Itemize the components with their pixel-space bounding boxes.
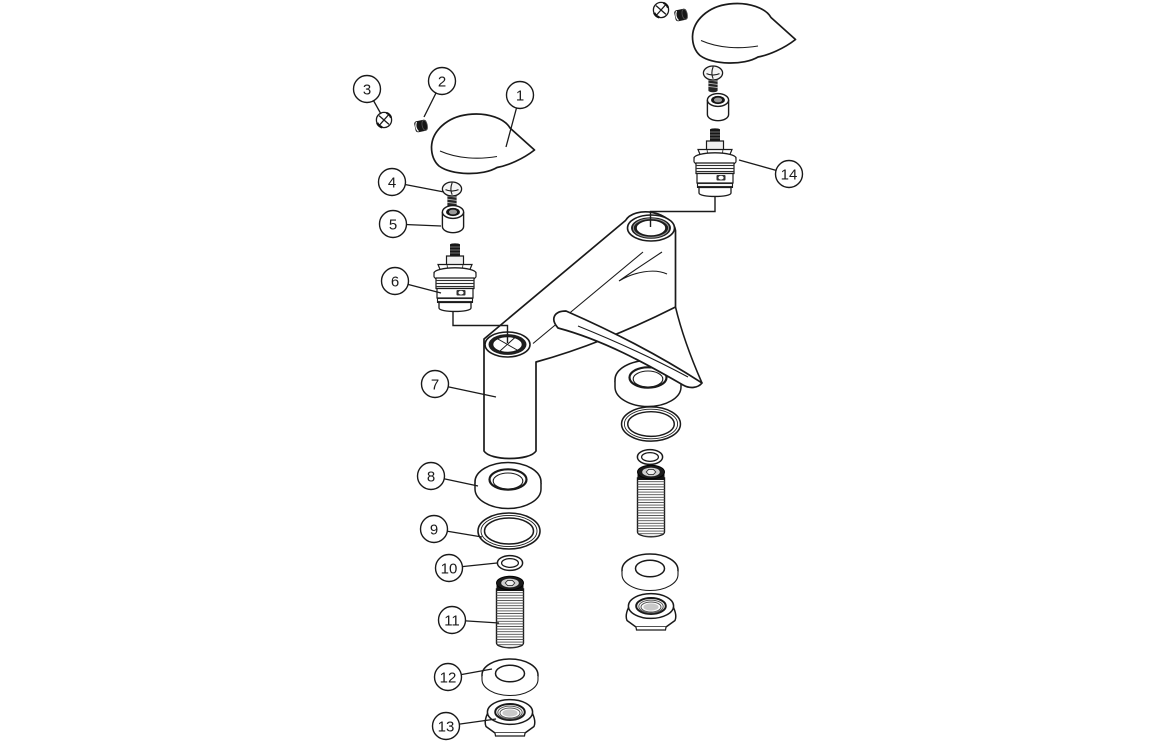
callout-circle [505, 80, 535, 110]
base-gasket-right [620, 406, 682, 442]
callout-circle [380, 266, 410, 296]
threaded-shank-left [495, 575, 525, 649]
callout-number: 4 [388, 174, 396, 191]
handle-screw-right [652, 1, 670, 19]
callout-number: 2 [438, 73, 446, 90]
callout-13: 13 [431, 711, 497, 741]
callout-circle [416, 461, 446, 491]
callout-circle [378, 209, 408, 239]
callout-1: 1 [505, 80, 535, 148]
callout-circle [377, 167, 407, 197]
tap-spout [553, 306, 703, 389]
callout-6: 6 [380, 266, 442, 296]
callout-number: 5 [389, 216, 397, 233]
callout-3: 3 [352, 74, 382, 115]
callout-circle [433, 662, 463, 692]
handle-left [430, 113, 536, 175]
valve-cartridge-right [693, 127, 737, 198]
callout-4: 4 [377, 167, 445, 197]
cartridge-collar-right [706, 92, 730, 122]
callout-circle [774, 159, 804, 189]
backnut-washer-right [621, 553, 679, 592]
backnut-washer-left [481, 658, 539, 697]
callout-circle [419, 514, 449, 544]
backnut-right [625, 592, 677, 631]
callout-number: 13 [438, 718, 455, 735]
fixing-screw-right [702, 65, 724, 93]
callout-number: 1 [516, 87, 524, 104]
mounting-flange-left [473, 461, 543, 510]
callout-number: 12 [440, 669, 457, 686]
callout-number: 14 [781, 166, 798, 183]
callout-5: 5 [378, 209, 442, 239]
cartridge-collar-left [441, 204, 465, 234]
callout-circle [437, 605, 467, 635]
threaded-shank-right [636, 464, 666, 538]
callout-10: 10 [434, 553, 498, 583]
callout-2: 2 [423, 66, 457, 118]
callout-12: 12 [433, 662, 493, 692]
callout-number: 3 [363, 81, 371, 98]
base-gasket-left [477, 512, 541, 550]
callout-number: 8 [427, 468, 435, 485]
handle-screw-left [375, 111, 393, 129]
callout-7: 7 [420, 369, 497, 399]
backnut-left [484, 698, 536, 737]
callout-11: 11 [437, 605, 500, 635]
o-ring-right [636, 448, 664, 466]
grub-screw-left [413, 118, 430, 134]
callout-number: 7 [431, 376, 439, 393]
callout-9: 9 [419, 514, 483, 544]
callout-circle [427, 66, 457, 96]
callout-circle [434, 553, 464, 583]
o-ring-left [496, 554, 524, 572]
callout-number: 6 [391, 273, 399, 290]
callout-8: 8 [416, 461, 479, 491]
handle-right [691, 2, 797, 64]
callout-circle [352, 74, 382, 104]
callout-number: 11 [444, 612, 460, 629]
connector-line-left [452, 312, 509, 343]
callout-14: 14 [738, 159, 804, 189]
callout-number: 9 [430, 521, 438, 538]
callout-number: 10 [441, 560, 458, 577]
fixing-screw-left [441, 181, 463, 209]
valve-cartridge-left [433, 242, 477, 313]
connector-line-right [649, 197, 716, 227]
callout-circle [431, 711, 461, 741]
grub-screw-right [673, 7, 690, 23]
callout-circle [420, 369, 450, 399]
